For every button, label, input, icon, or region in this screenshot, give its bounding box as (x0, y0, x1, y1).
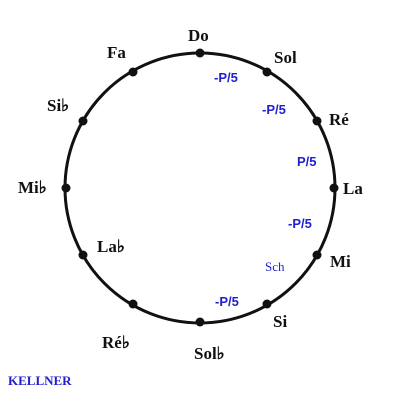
comma-re-la: P/5 (297, 154, 317, 169)
dot-la-flat (78, 250, 88, 260)
label-mi-flat: Mi♭ (18, 178, 47, 197)
label-fa: Fa (107, 43, 126, 62)
label-sol-flat: Sol♭ (194, 344, 225, 363)
comma-la-mi: -P/5 (288, 216, 312, 231)
dot-sol (262, 67, 272, 77)
comma-si-solflat: -P/5 (215, 294, 239, 309)
fifths-circle (63, 51, 337, 325)
label-la: La (343, 179, 363, 198)
dot-do (195, 48, 205, 58)
comma-sol-re: -P/5 (262, 102, 286, 117)
dot-la (329, 183, 339, 193)
comma-mi-si: Sch (265, 259, 285, 274)
label-do: Do (188, 26, 209, 45)
dot-mi-flat (61, 183, 71, 193)
comma-do-sol: -P/5 (214, 70, 238, 85)
dot-fa (128, 67, 138, 77)
label-si: Si (273, 312, 287, 331)
dot-re-flat (128, 299, 138, 309)
dot-sol-flat (195, 317, 205, 327)
note-dots (61, 48, 339, 327)
dot-re (312, 116, 322, 126)
temperament-caption: KELLNER (8, 373, 72, 388)
dot-si-flat (78, 116, 88, 126)
label-mi: Mi (330, 252, 351, 271)
label-re: Ré (329, 110, 349, 129)
dot-si (262, 299, 272, 309)
label-sol: Sol (274, 48, 297, 67)
label-la-flat: La♭ (97, 237, 125, 256)
label-si-flat: Si♭ (47, 96, 69, 115)
dot-mi (312, 250, 322, 260)
label-re-flat: Ré♭ (102, 333, 130, 352)
